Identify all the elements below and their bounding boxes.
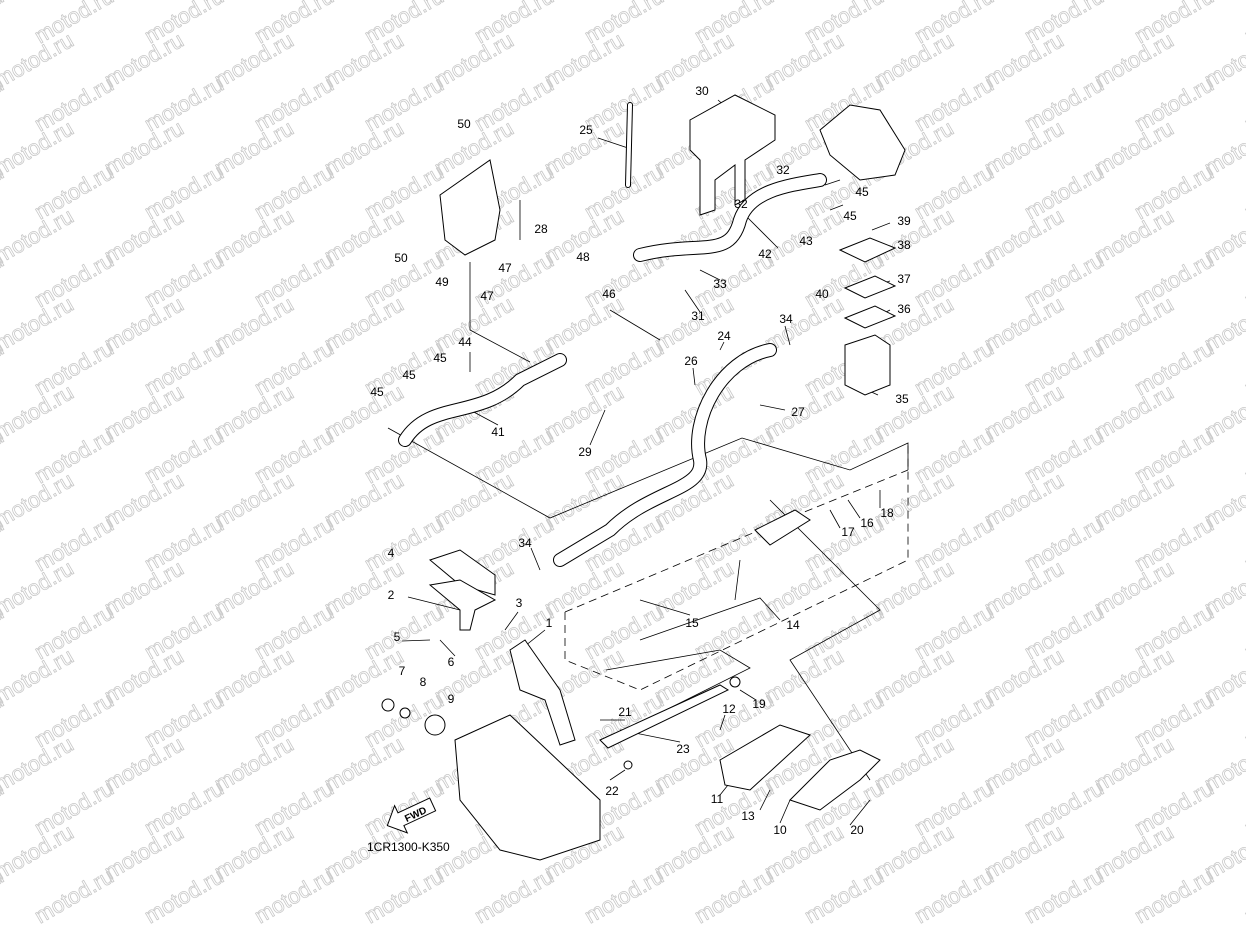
callout: 41 xyxy=(491,425,505,439)
lever-10 xyxy=(789,749,881,811)
frame-section xyxy=(454,714,601,861)
master-cylinder-group-frame xyxy=(564,443,909,691)
callout: 28 xyxy=(534,222,548,236)
callout: 42 xyxy=(758,247,772,261)
callout: 17 xyxy=(841,525,855,539)
reservoir-cap-38 xyxy=(838,237,897,263)
callout: 21 xyxy=(618,705,632,719)
callout: 50 xyxy=(457,117,471,131)
cover-part-30 xyxy=(689,94,776,216)
pedal-arm-2 xyxy=(428,579,497,631)
callout: 5 xyxy=(394,630,401,644)
spring-9 xyxy=(424,714,446,736)
callout: 18 xyxy=(880,506,894,520)
reservoir-plate-36 xyxy=(843,305,897,329)
nut-19 xyxy=(729,676,741,688)
callout: 45 xyxy=(402,368,416,382)
bolt-7 xyxy=(381,698,395,712)
callout: 9 xyxy=(448,692,455,706)
bracket-part-49 xyxy=(439,159,501,256)
callout: 34 xyxy=(779,312,793,326)
callout: 48 xyxy=(576,250,590,264)
callout: 20 xyxy=(850,823,864,837)
washer-22 xyxy=(623,760,633,770)
callout: 49 xyxy=(435,275,449,289)
callout: 15 xyxy=(685,616,699,630)
callout: 46 xyxy=(602,287,616,301)
callout-labels: 50 50 49 28 47 47 48 46 25 30 32 32 45 4… xyxy=(370,84,911,837)
callout: 47 xyxy=(498,261,512,275)
callout: 14 xyxy=(786,618,800,632)
plate-11 xyxy=(719,724,811,791)
callout: 27 xyxy=(791,405,805,419)
callout: 35 xyxy=(895,392,909,406)
callout: 30 xyxy=(695,84,709,98)
callout: 13 xyxy=(741,809,755,823)
callout: 29 xyxy=(578,445,592,459)
callout: 22 xyxy=(605,784,619,798)
callout: 36 xyxy=(897,302,911,316)
callout: 8 xyxy=(420,675,427,689)
callout: 32 xyxy=(734,197,748,211)
callout: 25 xyxy=(579,123,593,137)
callout: 45 xyxy=(433,351,447,365)
callout: 11 xyxy=(711,792,724,806)
callout: 7 xyxy=(399,664,406,678)
callout: 43 xyxy=(799,234,813,248)
fwd-arrow-icon: FWD xyxy=(386,797,437,834)
pedal-1 xyxy=(509,639,576,746)
callout: 47 xyxy=(480,289,494,303)
callout: 34 xyxy=(518,536,532,550)
callout: 32 xyxy=(776,163,790,177)
callout: 1 xyxy=(546,616,553,630)
washer-8 xyxy=(399,707,411,719)
reservoir-diaphragm-37 xyxy=(843,275,897,299)
caliper-part xyxy=(819,104,906,181)
reservoir-35 xyxy=(844,334,891,396)
callout: 40 xyxy=(815,287,829,301)
callout: 19 xyxy=(752,697,766,711)
callout: 45 xyxy=(843,209,857,223)
callout: 2 xyxy=(388,588,395,602)
callout: 4 xyxy=(388,546,395,560)
callout: 12 xyxy=(722,702,736,716)
callout: 24 xyxy=(717,329,731,343)
callout: 44 xyxy=(458,335,472,349)
frame-bracket-lines xyxy=(469,200,661,363)
callout: 33 xyxy=(713,277,727,291)
callout: 6 xyxy=(448,655,455,669)
callout: 23 xyxy=(676,742,690,756)
callout: 50 xyxy=(394,251,408,265)
part-code: 1CR1300-K350 xyxy=(367,840,450,854)
callout: 37 xyxy=(897,272,911,286)
callout: 10 xyxy=(773,823,787,837)
callout: 39 xyxy=(897,214,911,228)
callout: 26 xyxy=(684,354,698,368)
callout: 31 xyxy=(691,309,705,323)
callout: 3 xyxy=(516,596,523,610)
callout: 45 xyxy=(855,185,869,199)
rod-23 xyxy=(599,684,730,749)
callout: 45 xyxy=(370,385,384,399)
callout: 16 xyxy=(860,516,874,530)
callout: 38 xyxy=(897,238,911,252)
master-cylinder-body xyxy=(754,509,811,546)
